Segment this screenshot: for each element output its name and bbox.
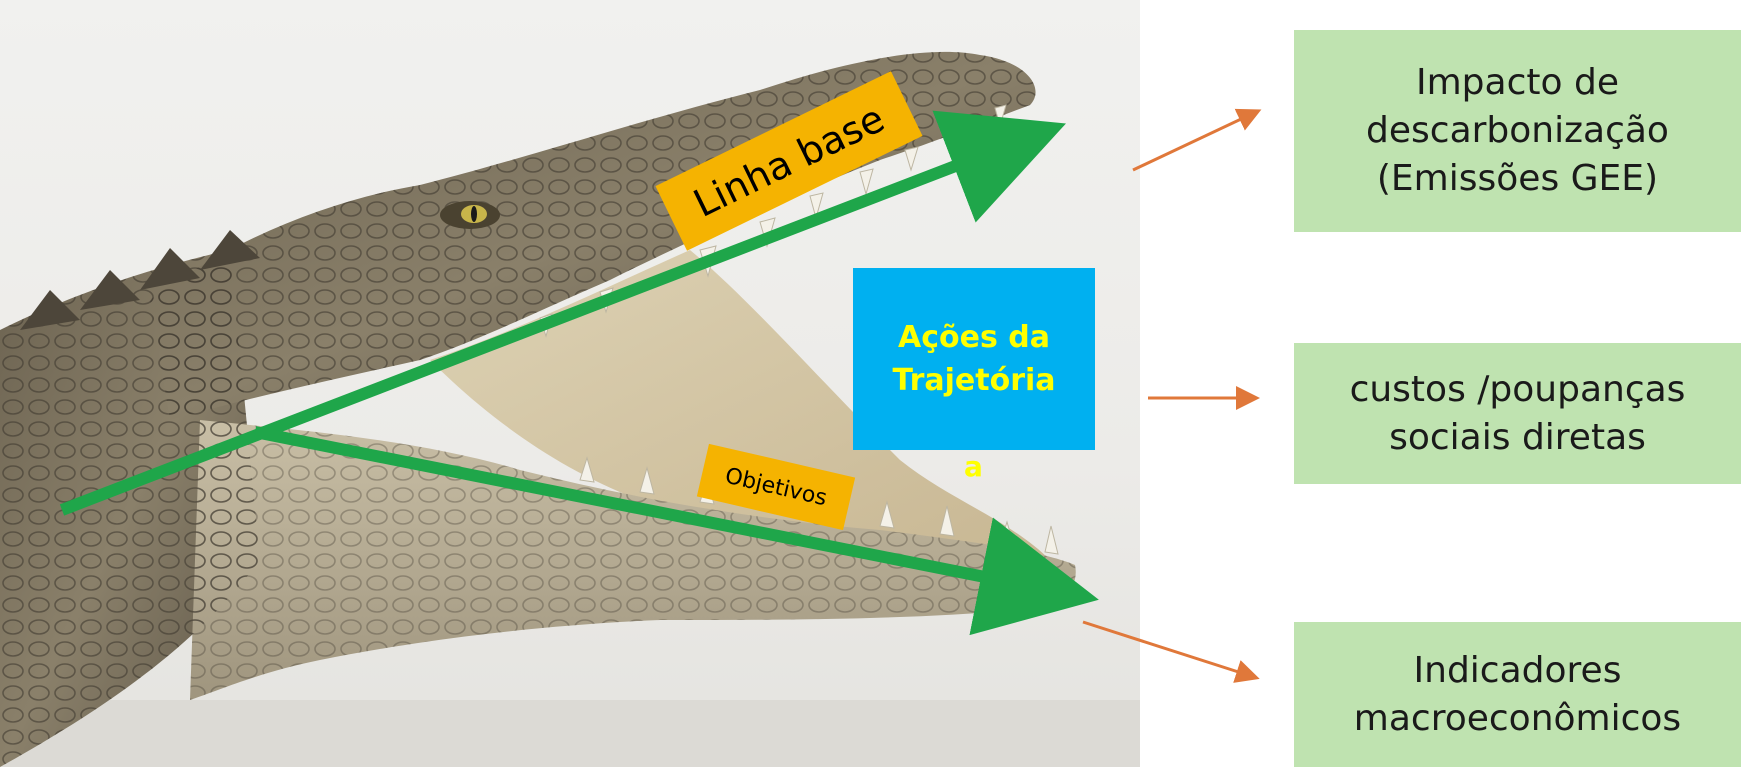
objectives-trend-arrow <box>255 432 1040 588</box>
outcome-box-macro-indicators: Indicadores macroeconômicos <box>1294 622 1741 767</box>
outcome-3-line-1: Indicadores <box>1354 647 1681 695</box>
outcome-3-line-2: macroeconômicos <box>1354 695 1681 743</box>
actions-stray-letter: a <box>964 450 983 483</box>
trajectory-actions-box: Ações da Trajetória <box>853 268 1095 450</box>
connector-arrow-indicators <box>1083 622 1254 677</box>
outcome-1-line-3: (Emissões GEE) <box>1366 155 1669 203</box>
objectives-label-text: Objetivos <box>723 463 830 511</box>
outcome-box-social-costs: custos /poupanças sociais diretas <box>1294 343 1741 484</box>
outcome-box-decarbonization: Impacto de descarbonização (Emissões GEE… <box>1294 30 1741 232</box>
outcome-1-line-1: Impacto de <box>1366 59 1669 107</box>
connector-arrow-impact <box>1133 112 1256 170</box>
trajectory-actions-label: Ações da Trajetória <box>892 316 1055 403</box>
actions-line-1: Ações da <box>892 316 1055 360</box>
outcome-2-line-2: sociais diretas <box>1350 414 1686 462</box>
outcome-1-line-2: descarbonização <box>1366 107 1669 155</box>
outcome-2-line-1: custos /poupanças <box>1350 366 1686 414</box>
actions-line-2: Trajetória <box>892 359 1055 403</box>
